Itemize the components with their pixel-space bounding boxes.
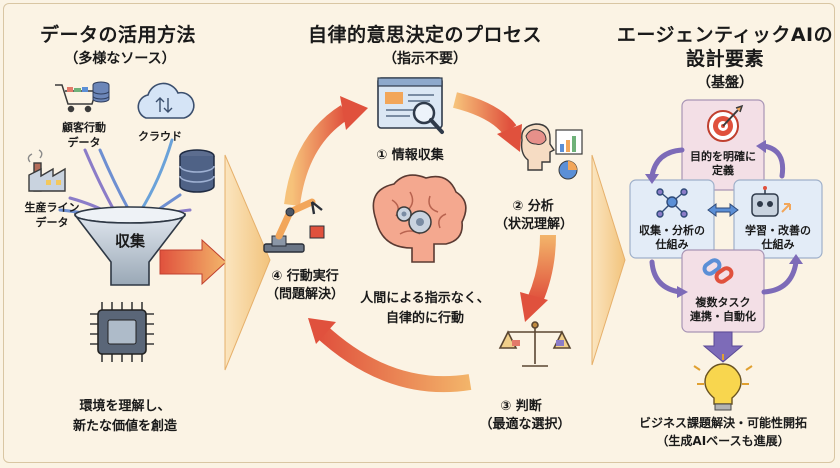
- multitask-line1: 複数タスク: [695, 296, 751, 309]
- right-title-line1: エージェンティックAIの: [616, 24, 834, 46]
- cycle-arrow-collect-to-analysis: [452, 92, 522, 152]
- section-chevron-1: [224, 154, 271, 371]
- robot-arm-icon: [263, 198, 325, 253]
- learn-line2: 仕組み: [761, 238, 795, 251]
- source-cloud-label: クラウド: [138, 130, 182, 143]
- shopping-cart-icon: [55, 84, 98, 113]
- bidirectional-arrow-icon: [707, 203, 739, 217]
- design-cycle-arrows: [649, 143, 799, 295]
- brain-gears-icon: [372, 174, 467, 263]
- factory-icon: [27, 149, 66, 192]
- down-arrow: [702, 331, 744, 363]
- left-footer-line1: 環境を理解し、: [79, 399, 171, 414]
- step-3-sub: （最適な選択）: [479, 417, 571, 432]
- cloud-icon: [137, 82, 195, 119]
- learn-line1: 学習・改善の: [745, 224, 811, 237]
- analysis-head-icon: [520, 123, 583, 180]
- database-icon: [92, 81, 110, 103]
- source-customer-line1: 顧客行動: [62, 121, 106, 134]
- network-icon: [656, 188, 688, 218]
- left-title: データの活用方法: [39, 24, 196, 46]
- panel-collect: [629, 179, 715, 259]
- goal-line2: 定義: [712, 164, 734, 177]
- center-text-line2: 自律的に行動: [385, 311, 464, 326]
- lightbulb-icon: [693, 354, 753, 411]
- target-icon: [707, 104, 744, 142]
- monitor-search-icon: [377, 77, 444, 134]
- right-footer-line2: （生成AIベースも進展）: [656, 434, 790, 448]
- collect-to-action-arrow: [159, 238, 227, 286]
- source-production-line2: データ: [35, 216, 69, 229]
- cycle-arrow-analysis-to-judgment: [520, 234, 556, 322]
- balance-scale-icon: [498, 321, 572, 367]
- goal-line1: 目的を明確に: [690, 150, 756, 163]
- cycle-arrow-action-to-collect: [284, 96, 368, 207]
- step-1-label: ① 情報収集: [376, 148, 444, 163]
- left-footer-line2: 新たな価値を創造: [72, 419, 177, 434]
- right-subtitle: （基盤）: [697, 75, 753, 91]
- center-text-line1: 人間による指示なく、: [360, 291, 490, 306]
- funnel-icon: [74, 206, 186, 286]
- frame-border: [3, 3, 835, 463]
- source-customer-line2: データ: [67, 136, 101, 149]
- robot-head-icon: [751, 186, 791, 217]
- collect-line2: 仕組み: [655, 238, 689, 251]
- chip-icon: [90, 302, 154, 362]
- right-title-line2: 設計要素: [685, 48, 764, 70]
- step-4-label: ④ 行動実行: [271, 269, 339, 284]
- database-cylinder-icon: [179, 149, 215, 193]
- funnel-label: 収集: [114, 232, 145, 250]
- step-2-sub: （状況理解）: [494, 217, 573, 232]
- chain-link-icon: [702, 258, 734, 284]
- step-4-sub: （問題解決）: [265, 287, 344, 302]
- step-3-label: ③ 判断: [500, 399, 542, 414]
- cycle-arrow-judgment-to-action: [308, 318, 472, 393]
- step-2-label: ② 分析: [512, 199, 554, 214]
- left-subtitle: （多様なソース）: [64, 51, 176, 67]
- right-footer-line1: ビジネス課題解決・可能性開拓: [638, 416, 807, 430]
- design-cycle-arrowheads: [645, 140, 803, 298]
- section-chevron-2: [591, 154, 626, 366]
- multitask-line2: 連携・自動化: [690, 310, 756, 323]
- collect-line1: 収集・分析の: [639, 224, 705, 237]
- center-title: 自律的意思決定のプロセス: [307, 24, 542, 46]
- source-production-line1: 生産ライン: [24, 201, 80, 214]
- center-subtitle: （指示不要）: [383, 51, 467, 67]
